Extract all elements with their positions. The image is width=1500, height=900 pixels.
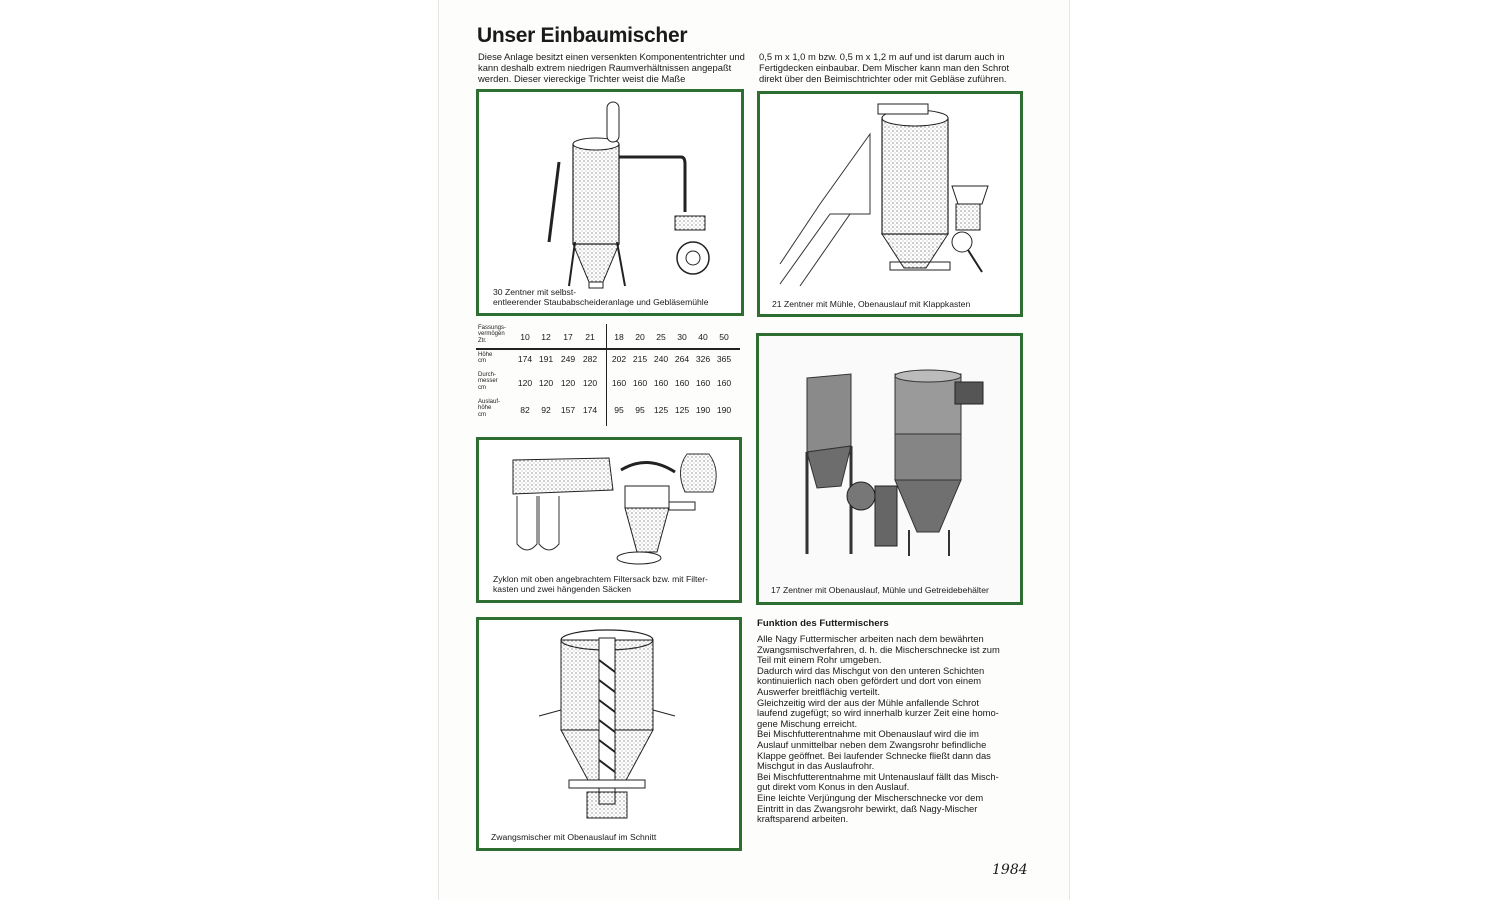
- mixer-section-illustration: [538, 629, 676, 819]
- table-cell: 160: [611, 378, 627, 388]
- table-cell: 95: [635, 405, 645, 415]
- figure-caption: 21 Zentner mit Mühle, Obenauslauf mit Kl…: [772, 299, 971, 309]
- table-cell: 25: [656, 332, 666, 342]
- mixer-illustration: [779, 103, 989, 287]
- table-cell: 120: [538, 378, 554, 388]
- table-cell: 20: [635, 332, 645, 342]
- figure-cyclone: Zyklon mit oben angebrachtem Filtersack …: [476, 437, 742, 603]
- year-stamp: 1984: [992, 862, 1028, 878]
- table-cell: 18: [614, 332, 624, 342]
- table-cell: 160: [653, 378, 669, 388]
- row-label: Auslauf- höhe cm: [478, 399, 501, 418]
- figure-caption: 30 Zentner mit selbst- entleerender Stau…: [493, 287, 709, 307]
- table-rule: [476, 348, 740, 350]
- table-cell: 191: [538, 354, 554, 364]
- table-cell: 160: [716, 378, 732, 388]
- table-cell: 125: [674, 405, 690, 415]
- table-cell: 120: [582, 378, 598, 388]
- table-cell: 240: [653, 354, 669, 364]
- row-label: Höhe cm: [478, 352, 493, 365]
- table-cell: 190: [716, 405, 732, 415]
- table-cell: 249: [560, 354, 576, 364]
- table-cell: 82: [520, 405, 530, 415]
- table-cell: 264: [674, 354, 690, 364]
- figure-mixer-17-photo: 17 Zentner mit Obenauslauf, Mühle und Ge…: [756, 333, 1023, 605]
- table-divider: [606, 324, 607, 426]
- table-cell: 202: [611, 354, 627, 364]
- table-cell: 160: [695, 378, 711, 388]
- table-cell: 120: [517, 378, 533, 388]
- table-cell: 40: [698, 332, 708, 342]
- intro-right: 0,5 m x 1,0 m bzw. 0,5 m x 1,2 m auf und…: [759, 51, 1010, 84]
- figure-caption: Zwangsmischer mit Obenauslauf im Schnitt: [491, 832, 657, 842]
- row-label: Fassungs- vermögen Ztr.: [478, 325, 507, 344]
- figure-caption: 17 Zentner mit Obenauslauf, Mühle und Ge…: [771, 585, 989, 595]
- table-row: Auslauf- höhe cm 82 92 157 174 95 95 125…: [476, 399, 744, 423]
- figure-caption: Zyklon mit oben angebrachtem Filtersack …: [493, 574, 708, 594]
- table-row: Höhe cm 174 191 249 282 202 215 240 264 …: [476, 352, 744, 374]
- table-cell: 92: [541, 405, 551, 415]
- table-cell: 190: [695, 405, 711, 415]
- table-cell: 282: [582, 354, 598, 364]
- table-cell: 30: [677, 332, 687, 342]
- table-cell: 215: [632, 354, 648, 364]
- table-row: Durch- messer cm 120 120 120 120 160 160…: [476, 372, 744, 396]
- row-label: Durch- messer cm: [478, 372, 498, 391]
- table-cell: 174: [582, 405, 598, 415]
- table-cell: 21: [585, 332, 595, 342]
- table-cell: 120: [560, 378, 576, 388]
- table-cell: 157: [560, 405, 576, 415]
- table-row: Fassungs- vermögen Ztr. 10 12 17 21 18 2…: [476, 324, 744, 348]
- figure-mixer-30: 30 Zentner mit selbst- entleerender Stau…: [476, 89, 744, 316]
- table-cell: 50: [719, 332, 729, 342]
- table-cell: 12: [541, 332, 551, 342]
- intro-left: Diese Anlage besitzt einen versenkten Ko…: [478, 51, 745, 84]
- table-cell: 160: [632, 378, 648, 388]
- table-cell: 17: [563, 332, 573, 342]
- table-cell: 95: [614, 405, 624, 415]
- table-cell: 174: [517, 354, 533, 364]
- function-text: Alle Nagy Futtermischer arbeiten nach de…: [757, 633, 1000, 825]
- figure-mixer-21: 21 Zentner mit Mühle, Obenauslauf mit Kl…: [757, 91, 1023, 317]
- table-cell: 125: [653, 405, 669, 415]
- table-cell: 326: [695, 354, 711, 364]
- table-cell: 365: [716, 354, 732, 364]
- mixer-photo: [759, 336, 1020, 602]
- mixer-illustration: [547, 101, 710, 289]
- spec-table: Fassungs- vermögen Ztr. 10 12 17 21 18 2…: [476, 322, 744, 426]
- cyclone-illustration: [512, 453, 717, 565]
- function-heading: Funktion des Futtermischers: [757, 618, 889, 629]
- figure-mixer-section: Zwangsmischer mit Obenauslauf im Schnitt: [476, 617, 742, 851]
- table-cell: 10: [520, 332, 530, 342]
- page-title: Unser Einbaumischer: [477, 24, 688, 47]
- table-cell: 160: [674, 378, 690, 388]
